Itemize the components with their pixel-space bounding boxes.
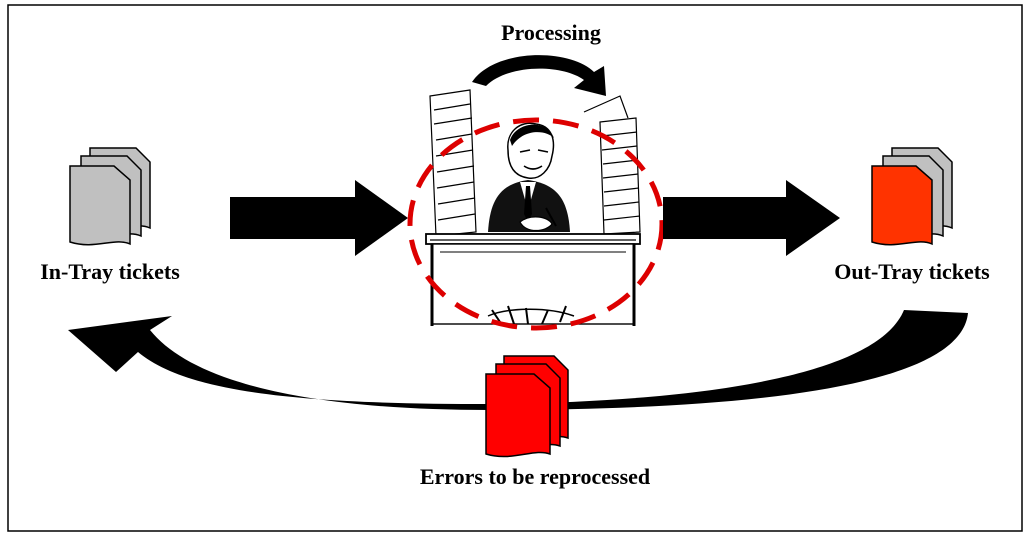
- rework-return-arrow: [68, 310, 968, 410]
- errors-ticket-stack-icon: [485, 355, 569, 458]
- in-tray-label: In-Tray tickets: [40, 259, 180, 284]
- output-arrow: [663, 180, 840, 256]
- errors-label: Errors to be reprocessed: [420, 464, 650, 489]
- out-tray-label: Out-Tray tickets: [834, 259, 990, 284]
- out-tray-ticket-front: [871, 165, 933, 246]
- out-tray-ticket-stack-icon: [871, 147, 953, 246]
- processing-cycle-arrow: [472, 55, 606, 96]
- error-ticket-front: [485, 373, 551, 458]
- processing-label: Processing: [501, 20, 601, 45]
- input-arrow: [230, 180, 408, 256]
- clerk-at-desk-icon: [425, 89, 641, 326]
- focus-dashed-circle-icon: [407, 117, 665, 331]
- in-tray-ticket-front: [69, 165, 131, 246]
- in-tray-ticket-stack-icon: [69, 147, 151, 246]
